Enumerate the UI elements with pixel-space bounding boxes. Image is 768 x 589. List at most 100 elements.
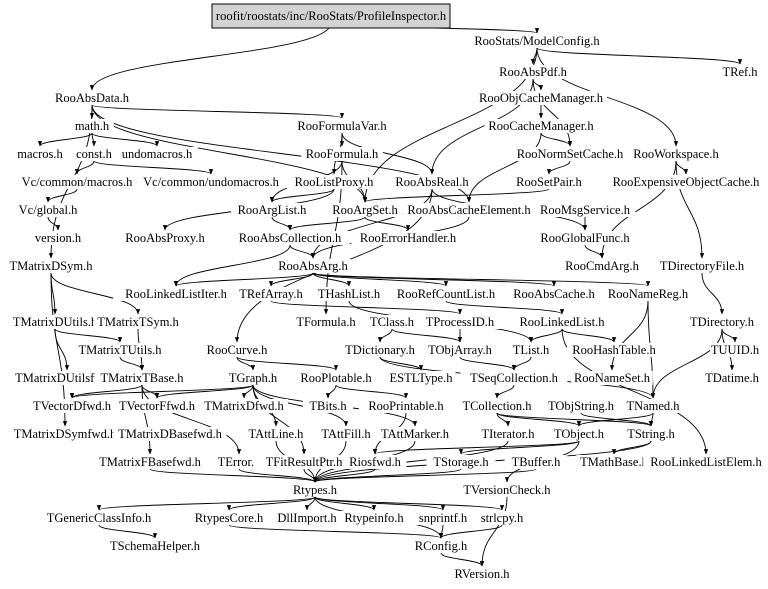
node-roo-abs-cache[interactable]: RooAbsCache.h: [510, 287, 598, 301]
node-roo-abs-data[interactable]: RooAbsData.h: [51, 91, 133, 105]
node-background: [547, 427, 611, 441]
node-roo-abs-real[interactable]: RooAbsReal.h: [391, 175, 473, 189]
node-tversion-check[interactable]: TVersionCheck.h: [456, 483, 558, 497]
node-tdatime[interactable]: TDatime.h: [700, 371, 764, 385]
node-dll-import[interactable]: DllImport.h: [269, 511, 345, 525]
node-roo-formula[interactable]: RooFormula.h: [301, 147, 383, 161]
node-const[interactable]: const.h: [68, 147, 120, 161]
node-roo-msg-service[interactable]: RooMsgService.h: [534, 203, 636, 217]
node-tvector-dfwd[interactable]: TVectorDfwd.h: [28, 399, 116, 413]
node-tformula[interactable]: TFormula.h: [291, 315, 361, 329]
node-roo-hash-table[interactable]: RooHashTable.h: [566, 343, 662, 357]
node-tmatrix-dbasefwd[interactable]: TMatrixDBasefwd.h: [113, 427, 227, 441]
node-tclass[interactable]: TClass.h: [363, 315, 421, 329]
node-riosfwd[interactable]: Riosfwd.h: [343, 455, 407, 469]
node-tmatrix-tutils[interactable]: TMatrixTUtils.h: [69, 343, 171, 357]
node-tcollection[interactable]: TCollection.h: [453, 399, 541, 413]
node-terror[interactable]: TError.h: [210, 455, 268, 469]
node-tmatrix-fbasefwd[interactable]: TMatrixFBasefwd.h: [93, 455, 207, 469]
node-tmatrix-tbase[interactable]: TMatrixTBase.h: [94, 371, 190, 385]
node-tmath-base[interactable]: TMathBase.h: [576, 455, 652, 469]
node-roo-expensive-object-cache[interactable]: RooExpensiveObjectCache.h: [604, 175, 768, 189]
node-roo-linked-list-elem[interactable]: RooLinkedListElem.h: [643, 455, 768, 469]
node-roo-linked-list[interactable]: RooLinkedList.h: [511, 315, 613, 329]
node-tobj-array[interactable]: TObjArray.h: [422, 343, 498, 357]
node-roo-printable[interactable]: RooPrintable.h: [358, 399, 454, 413]
node-estltype[interactable]: ESTLType.h: [386, 371, 456, 385]
node-tseq-collection[interactable]: TSeqCollection.h: [460, 371, 568, 385]
node-tmatrix-tsym[interactable]: TMatrixTSym.h: [94, 315, 182, 329]
node-rversion[interactable]: RVersion.h: [447, 567, 517, 581]
node-tdirectory[interactable]: TDirectory.h: [681, 315, 763, 329]
node-rtypeinfo[interactable]: Rtypeinfo.h: [336, 511, 412, 525]
node-vc-undomacros[interactable]: Vc/common/undomacros.h: [138, 175, 284, 189]
node-roo-cache-manager[interactable]: RooCacheManager.h: [484, 119, 598, 133]
node-strlcpy[interactable]: strlcpy.h: [470, 511, 534, 525]
node-tgeneric-class-info[interactable]: TGenericClassInfo.h: [36, 511, 162, 525]
node-macros[interactable]: macros.h: [11, 147, 69, 161]
node-tfit-result-ptr[interactable]: TFitResultPtr.h: [253, 455, 355, 469]
node-tatt-line[interactable]: TAttLine.h: [241, 427, 311, 441]
node-tstring[interactable]: TString.h: [619, 427, 683, 441]
node-label: Vc/common/macros.h: [22, 175, 133, 189]
edge-tmatrix-dsym-to-tmatrix-tsym: [50, 272, 141, 315]
node-tmatrix-dsymfwd[interactable]: TMatrixDSymfwd.h: [11, 427, 119, 441]
node-tvector-ffwd[interactable]: TVectorFfwd.h: [113, 399, 201, 413]
node-vc-global[interactable]: Vc/global.h: [10, 203, 86, 217]
node-roo-arg-list[interactable]: RooArgList.h: [231, 203, 313, 217]
node-tprocess-id[interactable]: TProcessID.h: [419, 315, 501, 329]
node-rtypes[interactable]: Rtypes.h: [286, 483, 344, 497]
node-rtypes-core[interactable]: RtypesCore.h: [188, 511, 270, 525]
node-roo-workspace[interactable]: RooWorkspace.h: [628, 147, 724, 161]
node-tmatrix-dfwd[interactable]: TMatrixDfwd.h: [200, 399, 288, 413]
node-model-config[interactable]: RooStats/ModelConfig.h: [464, 34, 610, 48]
node-roo-norm-set-cache[interactable]: RooNormSetCache.h: [513, 147, 627, 161]
node-roo-error-handler[interactable]: RooErrorHandler.h: [351, 231, 465, 245]
node-thash-list[interactable]: THashList.h: [311, 287, 387, 301]
node-tstorage[interactable]: TStorage.h: [426, 455, 496, 469]
node-roo-abs-pdf[interactable]: RooAbsPdf.h: [495, 65, 571, 79]
node-roo-abs-proxy[interactable]: RooAbsProxy.h: [121, 231, 209, 245]
node-undomacros[interactable]: undomacros.h: [116, 147, 198, 161]
node-tmatrix-dsym[interactable]: TMatrixDSym.h: [7, 259, 95, 273]
node-tobject[interactable]: TObject.h: [547, 427, 611, 441]
node-tbuffer[interactable]: TBuffer.h: [504, 455, 568, 469]
node-tdictionary[interactable]: TDictionary.h: [336, 343, 424, 357]
node-tatt-marker[interactable]: TAttMarker.h: [374, 427, 456, 441]
node-roo-name-reg[interactable]: RooNameReg.h: [607, 287, 689, 301]
node-roo-obj-cache-manager[interactable]: RooObjCacheManager.h: [475, 91, 607, 105]
node-roo-abs-arg[interactable]: RooAbsArg.h: [275, 259, 351, 273]
node-tnamed[interactable]: TNamed.h: [624, 399, 682, 413]
root-node[interactable]: roofit/roostats/inc/RooStats/ProfileInsp…: [211, 3, 451, 29]
node-roo-ref-count-list[interactable]: RooRefCountList.h: [389, 287, 503, 301]
node-roo-linked-list-iter[interactable]: RooLinkedListIter.h: [113, 287, 239, 301]
node-tuuid[interactable]: TUUID.h: [709, 343, 761, 357]
node-tdirectory-file[interactable]: TDirectoryFile.h: [648, 259, 756, 273]
node-tbits[interactable]: TBits.h: [302, 399, 354, 413]
node-tref-array[interactable]: TRefArray.h: [233, 287, 309, 301]
node-version[interactable]: version.h: [26, 231, 90, 245]
node-tref[interactable]: TRef.h: [718, 65, 762, 79]
node-rconfig[interactable]: RConfig.h: [409, 539, 473, 553]
node-vc-macros[interactable]: Vc/common/macros.h: [17, 175, 137, 189]
node-roo-set-pair[interactable]: RooSetPair.h: [508, 175, 590, 189]
node-roo-abs-cache-element[interactable]: RooAbsCacheElement.h: [403, 203, 535, 217]
node-roo-formula-var[interactable]: RooFormulaVar.h: [291, 119, 393, 133]
node-roo-list-proxy[interactable]: RooListProxy.h: [286, 175, 382, 189]
node-tobj-string[interactable]: TObjString.h: [540, 399, 622, 413]
node-tmatrix-dutils[interactable]: TMatrixDUtils.h: [4, 315, 106, 329]
node-roo-global-func[interactable]: RooGlobalFunc.h: [534, 231, 636, 245]
node-tgraph[interactable]: TGraph.h: [224, 371, 282, 385]
node-tschema-helper[interactable]: TSchemaHelper.h: [104, 539, 206, 553]
node-roo-abs-collection[interactable]: RooAbsCollection.h: [230, 231, 350, 245]
node-tlist[interactable]: TList.h: [505, 343, 557, 357]
node-roo-cmd-arg[interactable]: RooCmdArg.h: [564, 259, 640, 273]
node-math[interactable]: math.h: [70, 119, 114, 133]
node-roo-arg-set[interactable]: RooArgSet.h: [327, 203, 403, 217]
node-snprintf[interactable]: snprintf.h: [408, 511, 478, 525]
node-roo-plotable[interactable]: RooPlotable.h: [292, 371, 380, 385]
node-roo-curve[interactable]: RooCurve.h: [202, 343, 272, 357]
node-titerator[interactable]: TIterator.h: [470, 427, 546, 441]
node-roo-name-set[interactable]: RooNameSet.h: [571, 371, 653, 385]
node-tatt-fill[interactable]: TAttFill.h: [311, 427, 381, 441]
